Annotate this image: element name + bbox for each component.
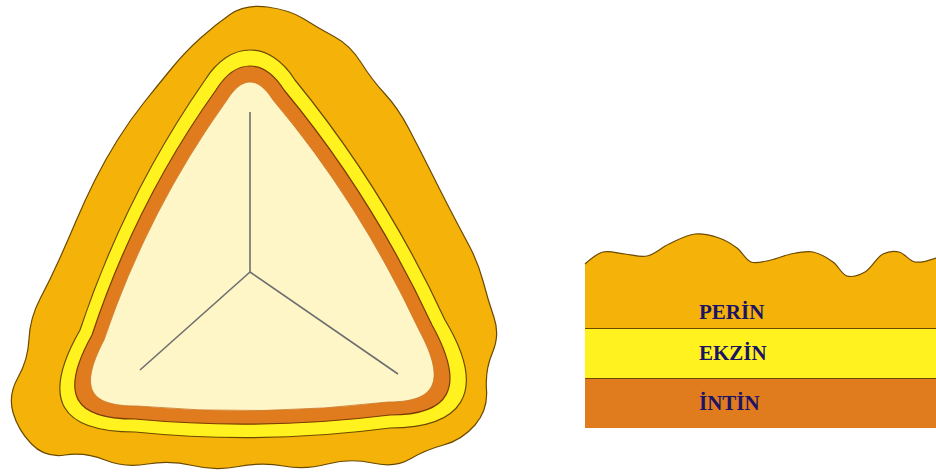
layer-label: EKZİN bbox=[699, 341, 767, 365]
trilete-mark bbox=[140, 112, 398, 374]
perine-band-edge bbox=[585, 234, 936, 277]
exine-layer bbox=[60, 50, 467, 438]
trilete-ray bbox=[140, 272, 250, 370]
intine-band: İNTİN bbox=[585, 378, 936, 428]
layer-label: PERİN bbox=[699, 300, 764, 324]
trilete-ray bbox=[250, 272, 398, 374]
intine-layer bbox=[75, 66, 450, 424]
trilete-ray bbox=[249, 112, 251, 272]
spore-interior bbox=[91, 82, 435, 411]
exine-band: EKZİN bbox=[585, 328, 936, 378]
perine-band: PERİN bbox=[585, 232, 936, 328]
layer-label: İNTİN bbox=[699, 391, 760, 415]
perine-outline bbox=[11, 6, 496, 468]
perine-band-fill bbox=[585, 234, 936, 328]
